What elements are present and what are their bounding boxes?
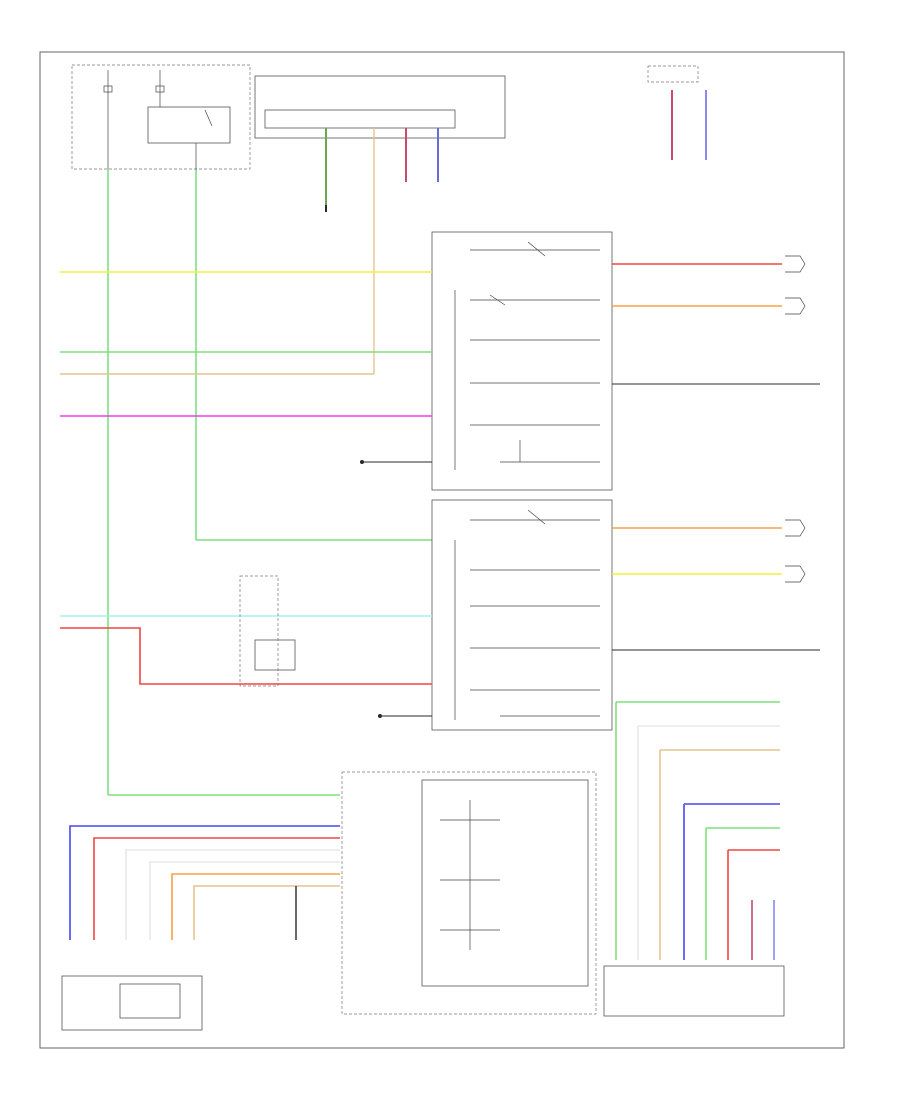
- top-unit-wires: [325, 90, 707, 374]
- fuse-box-top-left: [71, 64, 251, 170]
- connector-top-right: [647, 65, 699, 83]
- right-connector-bundle: [603, 701, 785, 1017]
- left-rear-switch: [431, 231, 613, 491]
- control-unit-top: [254, 75, 506, 139]
- red-wire-2: [60, 627, 432, 685]
- bottom-left-bundle: [61, 825, 340, 1031]
- diagram-frame: [39, 51, 845, 1049]
- motor-symbol-2: [785, 519, 806, 583]
- relay-mid: [239, 575, 296, 687]
- right-rear-switch: [431, 499, 613, 731]
- control-unit-bottom: [341, 771, 597, 1015]
- motor-symbol-1: [785, 255, 806, 315]
